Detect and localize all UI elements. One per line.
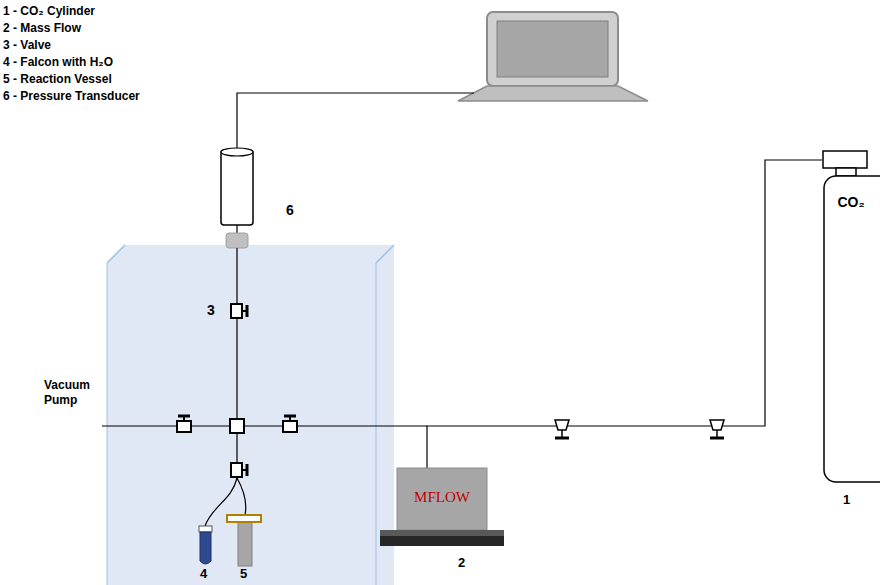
legend-key: 6 - Pressure Transducer — [3, 89, 140, 104]
gas-line — [102, 248, 427, 526]
valve-symbol — [231, 463, 247, 477]
legend-key: 2 - Mass Flow — [3, 21, 81, 36]
callout-number: 2 — [458, 555, 465, 571]
legend-key: 3 - Valve — [3, 38, 51, 53]
regulator-valve — [710, 420, 724, 438]
legend-key: 1 - CO₂ Cylinder — [3, 4, 95, 19]
gas-cylinder: CO₂ — [822, 150, 880, 486]
callout-number: 3 — [207, 302, 215, 320]
callout-number: 6 — [286, 202, 294, 220]
part-label: Vacuum Pump — [44, 378, 102, 408]
callout-number: 1 — [843, 492, 850, 508]
valve-symbol — [231, 304, 247, 318]
massflow-outline — [380, 468, 504, 546]
mass-flow-controller: MFLOW — [380, 468, 504, 546]
legend-key: 5 - Reaction Vessel — [3, 72, 112, 87]
regulator-valve — [555, 420, 569, 438]
node-text: CO₂ — [837, 194, 864, 210]
water-bath — [107, 245, 394, 585]
valve-symbol — [177, 416, 191, 432]
pressure-transducer — [221, 148, 253, 248]
falcon-tube — [199, 526, 212, 564]
legend-key: 4 - Falcon with H₂O — [3, 55, 113, 70]
node-text: MFLOW — [414, 489, 470, 506]
valve-symbol — [283, 416, 297, 432]
callout-number: 4 — [200, 566, 207, 582]
data-cable — [237, 93, 474, 148]
cross-junction — [230, 419, 244, 433]
callout-number: 5 — [240, 566, 247, 582]
gas-supply-line — [427, 160, 822, 468]
laptop — [458, 12, 648, 101]
reaction-vessel — [227, 515, 261, 566]
